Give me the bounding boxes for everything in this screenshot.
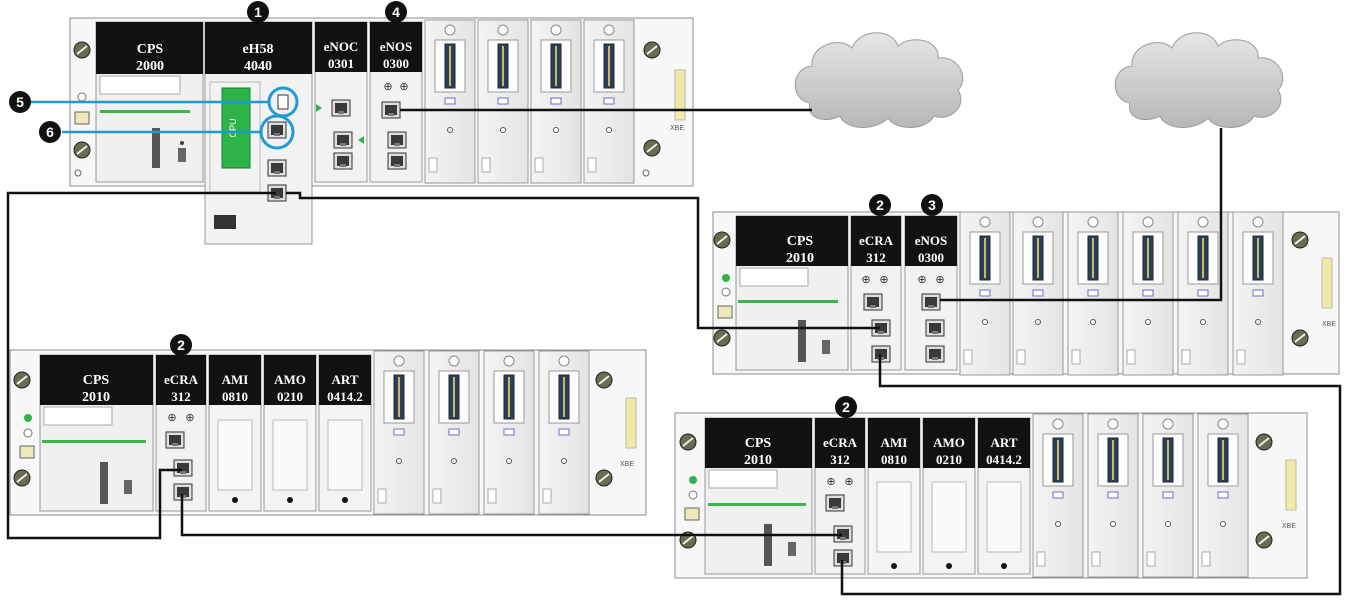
cable-cpu-to-remote-b: [6, 191, 276, 540]
enoc-module: eNOC 0301: [314, 21, 368, 183]
module-line2: 0301: [328, 56, 354, 71]
cable-cpu-to-remote-a: [286, 191, 880, 330]
module-line1: eH58: [242, 42, 273, 57]
callout-4: 4: [385, 1, 407, 23]
cpu-side-label: CPU: [228, 118, 238, 137]
network-cables: [6, 108, 1342, 596]
module-line1: CPS: [137, 42, 164, 57]
backplane-tag: XBE: [620, 461, 634, 468]
cloud-icon: [1114, 32, 1284, 128]
remote-rack-a: CPS 2010 eCRA 312 ⊕ ⊕ eNOS 0300 ⊕ ⊕: [712, 211, 1340, 376]
svg-text:⊕: ⊕: [167, 412, 176, 424]
ecra-module: eCRA 312 ⊕ ⊕: [155, 354, 207, 512]
callout-6: 6: [39, 121, 61, 143]
callout-number: 5: [16, 94, 24, 110]
rotary-switch-icon: ⊕: [399, 81, 408, 93]
cable-remote-b-to-c: [180, 494, 842, 537]
module-line2: 2010: [744, 453, 772, 468]
cable-remote-a-to-c: [840, 354, 1342, 596]
module-line2: 2000: [136, 59, 164, 74]
ecra-module: eCRA 312 ⊕ ⊕: [814, 417, 866, 575]
module-line2: 4040: [244, 59, 272, 74]
callout-1: 1: [247, 1, 269, 23]
module-line1: eCRA: [859, 233, 894, 248]
cps-2010-module: CPS 2010: [39, 354, 154, 512]
backplane-tag: XBE: [1322, 321, 1336, 328]
callout-number: 2: [842, 399, 850, 415]
module-line1: eNOS: [380, 39, 413, 54]
amo-module: AMO 0210: [922, 417, 976, 575]
module-line1: AMI: [881, 435, 908, 450]
module-line1: ART: [332, 372, 359, 387]
ami-module: AMI 0810: [208, 354, 262, 512]
callout-number: 6: [46, 124, 54, 140]
module-line2: 0210: [277, 389, 303, 404]
led-icon: [24, 414, 32, 422]
callout-2: 2: [835, 396, 857, 418]
ami-module: AMI 0810: [867, 417, 921, 575]
callout-3: 3: [921, 194, 943, 216]
cps-2010-module: CPS 2010: [704, 417, 813, 575]
module-line2: 0810: [881, 452, 907, 467]
module-line2: 0810: [222, 389, 248, 404]
svg-text:⊕: ⊕: [917, 274, 926, 286]
svg-text:⊕: ⊕: [861, 274, 870, 286]
svg-text:⊕: ⊕: [935, 274, 944, 286]
amo-module: AMO 0210: [263, 354, 317, 512]
enos-module: eNOS 0300 ⊕ ⊕: [904, 215, 958, 371]
module-line2: 2010: [82, 390, 110, 405]
module-line2: 312: [171, 389, 191, 404]
module-line1: ART: [991, 435, 1018, 450]
remote-rack-b: CPS 2010 eCRA 312 ⊕ ⊕ AMI 0810: [9, 349, 647, 516]
art-module: ART 0414.2: [977, 417, 1031, 575]
svg-text:⊕: ⊕: [879, 274, 888, 286]
module-line1: AMO: [933, 435, 965, 450]
callout-2: 2: [170, 334, 192, 356]
enos-module: eNOS 0300 ⊕ ⊕: [369, 21, 423, 183]
svg-text:⊕: ⊕: [826, 476, 835, 488]
callout-number: 1: [254, 4, 262, 20]
module-line1: eCRA: [164, 372, 199, 387]
ecra-module: eCRA 312 ⊕ ⊕: [850, 215, 902, 371]
module-line2: 0300: [383, 56, 409, 71]
module-line2: 312: [866, 250, 886, 265]
cloud-icon: [794, 32, 964, 128]
module-line2: 0300: [918, 250, 944, 265]
callout-5: 5: [9, 91, 31, 113]
module-line2: 312: [830, 452, 850, 467]
led-icon: [689, 476, 697, 484]
module-line1: CPS: [745, 436, 772, 451]
cable-cloud2-to-enos-remote: [940, 128, 1223, 302]
callout-2: 2: [869, 194, 891, 216]
module-line1: eNOS: [915, 233, 948, 248]
backplane-tag: XBE: [1282, 523, 1296, 530]
remote-rack-c: CPS 2010 eCRA 312 ⊕ ⊕ AMI 0810: [674, 412, 1308, 579]
backplane-tag: XBE: [670, 125, 684, 132]
art-module: ART 0414.2: [318, 354, 372, 512]
cps-2010-module: CPS 2010: [735, 215, 849, 371]
rotary-switch-icon: ⊕: [383, 81, 392, 93]
svg-text:⊕: ⊕: [185, 412, 194, 424]
callout-number: 2: [876, 197, 884, 213]
module-line1: CPS: [83, 373, 110, 388]
led-icon: [722, 274, 730, 282]
module-line1: CPS: [787, 234, 814, 249]
module-line2: 2010: [786, 251, 814, 266]
module-line1: AMI: [222, 372, 249, 387]
callout-number: 2: [177, 337, 185, 353]
callout-number: 4: [392, 4, 400, 20]
module-line2: 0210: [936, 452, 962, 467]
module-line1: eCRA: [823, 435, 858, 450]
svg-text:⊕: ⊕: [844, 476, 853, 488]
module-line1: AMO: [274, 372, 306, 387]
usb-port-icon: [277, 94, 289, 110]
callout-number: 3: [928, 197, 936, 213]
module-line1: eNOC: [324, 39, 359, 54]
module-line2: 0414.2: [986, 452, 1022, 467]
module-line2: 0414.2: [327, 389, 363, 404]
